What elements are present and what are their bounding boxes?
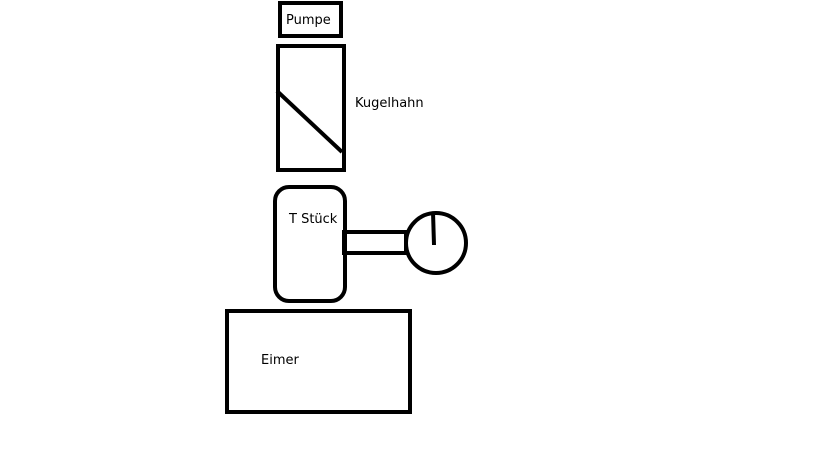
tee-fitting: T Stück [273,185,408,303]
pressure-gauge [404,211,468,275]
ball-valve-box [276,44,346,172]
pump: Pumpe [278,1,343,38]
tee-body [273,185,347,303]
ball-valve-handle [275,89,344,154]
pump-label: Pumpe [286,13,331,28]
gauge-needle [431,211,436,246]
bucket: Eimer [225,309,412,414]
bucket-label: Eimer [261,353,299,368]
gauge-dial [404,211,468,275]
ball-valve: Kugelhahn [275,44,424,172]
bucket-box [225,309,412,414]
ball-valve-label: Kugelhahn [355,96,424,111]
pump-box [278,1,343,38]
tee-branch-pipe [342,230,408,255]
tee-label: T Stück [288,212,338,227]
